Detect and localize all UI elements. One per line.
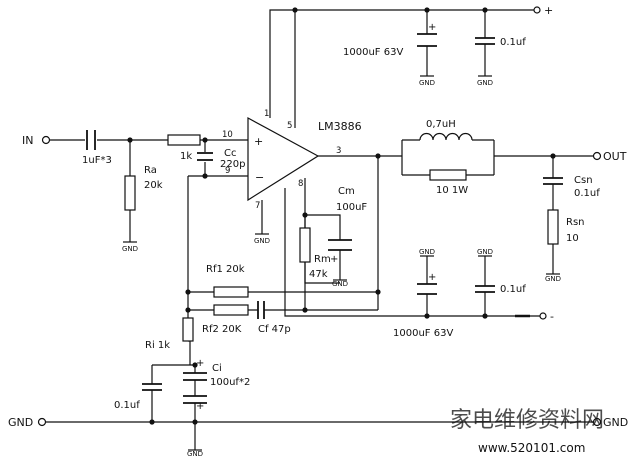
r-out-label: 10 1W bbox=[436, 185, 468, 196]
gnd-ra-text: GND bbox=[122, 245, 138, 253]
ra-name: Ra bbox=[144, 165, 157, 176]
cm-capacitor: + Cm 100uF GND bbox=[328, 186, 367, 288]
watermark-url: www.520101.com bbox=[478, 441, 585, 455]
gnd-top-film-text: GND bbox=[477, 79, 493, 87]
out-terminal bbox=[592, 151, 602, 161]
csn-name: Csn bbox=[574, 175, 593, 186]
junctions bbox=[127, 7, 556, 425]
vplus-terminal bbox=[533, 6, 541, 14]
pin-8-label: 8 bbox=[298, 179, 303, 189]
gnd-rsn-text: GND bbox=[545, 275, 561, 283]
watermark: 家电维修资料网 www.520101.com bbox=[450, 408, 604, 455]
cc-name: Cc bbox=[224, 148, 236, 159]
c-bot-film: GND 0.1uf bbox=[475, 248, 526, 295]
watermark-cn: 家电维修资料网 bbox=[450, 408, 604, 433]
c-bot-elec-label: 1000uF 63V bbox=[393, 328, 453, 339]
gnd-right-label: GND bbox=[603, 416, 628, 429]
c-bot-film-label: 0.1uf bbox=[500, 284, 526, 295]
gnd-left-label: GND bbox=[8, 416, 33, 429]
opamp-minus-sign: − bbox=[255, 171, 264, 184]
pin-9-label: 9 bbox=[225, 166, 230, 176]
out-label: OUT bbox=[603, 150, 627, 163]
chip-label: LM3886 bbox=[318, 120, 362, 133]
c-top-film-label: 0.1uf bbox=[500, 37, 526, 48]
vminus-label: - bbox=[550, 310, 554, 323]
cf-capacitor: Cf 47p bbox=[257, 301, 291, 335]
c-in-capacitor: 1uF*3 bbox=[82, 130, 112, 166]
c-top-elec-label: 1000uF 63V bbox=[343, 47, 403, 58]
ci-top-plus: + bbox=[196, 358, 204, 369]
gnd-left-terminal bbox=[37, 417, 47, 427]
ra-resistor: Ra 20k GND bbox=[122, 165, 163, 253]
gnd-bot-elec-text: GND bbox=[419, 248, 435, 256]
r-in-label: 1k bbox=[180, 151, 192, 162]
c-in-label: 1uF*3 bbox=[82, 155, 112, 166]
pin7-ground: GND bbox=[254, 227, 270, 245]
rf1-resistor: Rf1 20k bbox=[206, 264, 249, 298]
cm-plus: + bbox=[330, 254, 338, 265]
pin-5-label: 5 bbox=[287, 121, 292, 131]
rsn-value: 10 bbox=[566, 233, 579, 244]
rf2-resistor: Rf2 20K bbox=[202, 304, 249, 335]
ci-value: 100uf*2 bbox=[210, 377, 250, 388]
pin-10-label: 10 bbox=[222, 130, 233, 140]
rm-name: Rm bbox=[314, 254, 331, 265]
c-bot-electrolytic: GND + 1000uF 63V bbox=[393, 248, 453, 339]
gnd-top-elec-text: GND bbox=[419, 79, 435, 87]
lm3886-opamp: + − LM3886 10 9 1 5 3 7 8 bbox=[222, 109, 362, 211]
vminus-terminal bbox=[539, 312, 547, 320]
cm-value: 100uF bbox=[336, 202, 367, 213]
ri-resistor: Ri 1k bbox=[145, 317, 194, 351]
r-in-resistor: 1k bbox=[167, 134, 201, 162]
rf1-label: Rf1 20k bbox=[206, 264, 245, 275]
ci-bypass-label: 0.1uf bbox=[114, 400, 140, 411]
r-out-resistor: 10 1W bbox=[429, 169, 468, 196]
terminals: IN OUT GND GND + - bbox=[8, 4, 628, 429]
rf2-label: Rf2 20K bbox=[202, 324, 242, 335]
rsn-resistor: Rsn 10 GND bbox=[545, 209, 585, 283]
cc-capacitor: Cc 220p bbox=[197, 148, 245, 170]
csn-capacitor: Csn 0.1uf bbox=[543, 175, 600, 199]
rm-value: 47k bbox=[309, 269, 328, 280]
gnd-ci-text: GND bbox=[187, 450, 203, 456]
ci-bot-plus: + bbox=[196, 401, 204, 412]
pin-3-label: 3 bbox=[336, 146, 341, 156]
gnd-cm-text: GND bbox=[332, 280, 348, 288]
pin-7-label: 7 bbox=[255, 201, 260, 211]
c-top-elec-plus: + bbox=[428, 22, 436, 33]
ci-bypass-capacitor: 0.1uf bbox=[114, 383, 162, 411]
c-top-electrolytic: + 1000uF 63V GND bbox=[343, 22, 437, 87]
gnd-bot-film-text: GND bbox=[477, 248, 493, 256]
c-top-film: 0.1uf GND bbox=[475, 37, 526, 87]
wires bbox=[46, 9, 594, 444]
pin-1-label: 1 bbox=[264, 109, 269, 119]
rsn-name: Rsn bbox=[566, 217, 585, 228]
cf-label: Cf 47p bbox=[258, 324, 291, 335]
in-terminal bbox=[41, 135, 51, 145]
vplus-label: + bbox=[544, 4, 553, 17]
gnd-right-terminal bbox=[592, 417, 602, 427]
cc-value: 220p bbox=[220, 159, 245, 170]
ri-label: Ri 1k bbox=[145, 340, 170, 351]
gnd-pin7-text: GND bbox=[254, 237, 270, 245]
csn-value: 0.1uf bbox=[574, 188, 600, 199]
rm-resistor: Rm 47k bbox=[299, 227, 331, 280]
l-out-label: 0,7uH bbox=[426, 119, 456, 130]
opamp-triangle bbox=[247, 116, 320, 202]
c-bot-elec-plus: + bbox=[428, 272, 436, 283]
ci-name: Ci bbox=[212, 363, 222, 374]
in-label: IN bbox=[22, 134, 33, 147]
cm-name: Cm bbox=[338, 186, 355, 197]
ra-value: 20k bbox=[144, 180, 163, 191]
opamp-plus-sign: + bbox=[254, 135, 263, 148]
ci-capacitor-pair: + + Ci 100uf*2 GND bbox=[183, 358, 250, 456]
l-out-inductor: 0,7uH bbox=[419, 119, 473, 141]
